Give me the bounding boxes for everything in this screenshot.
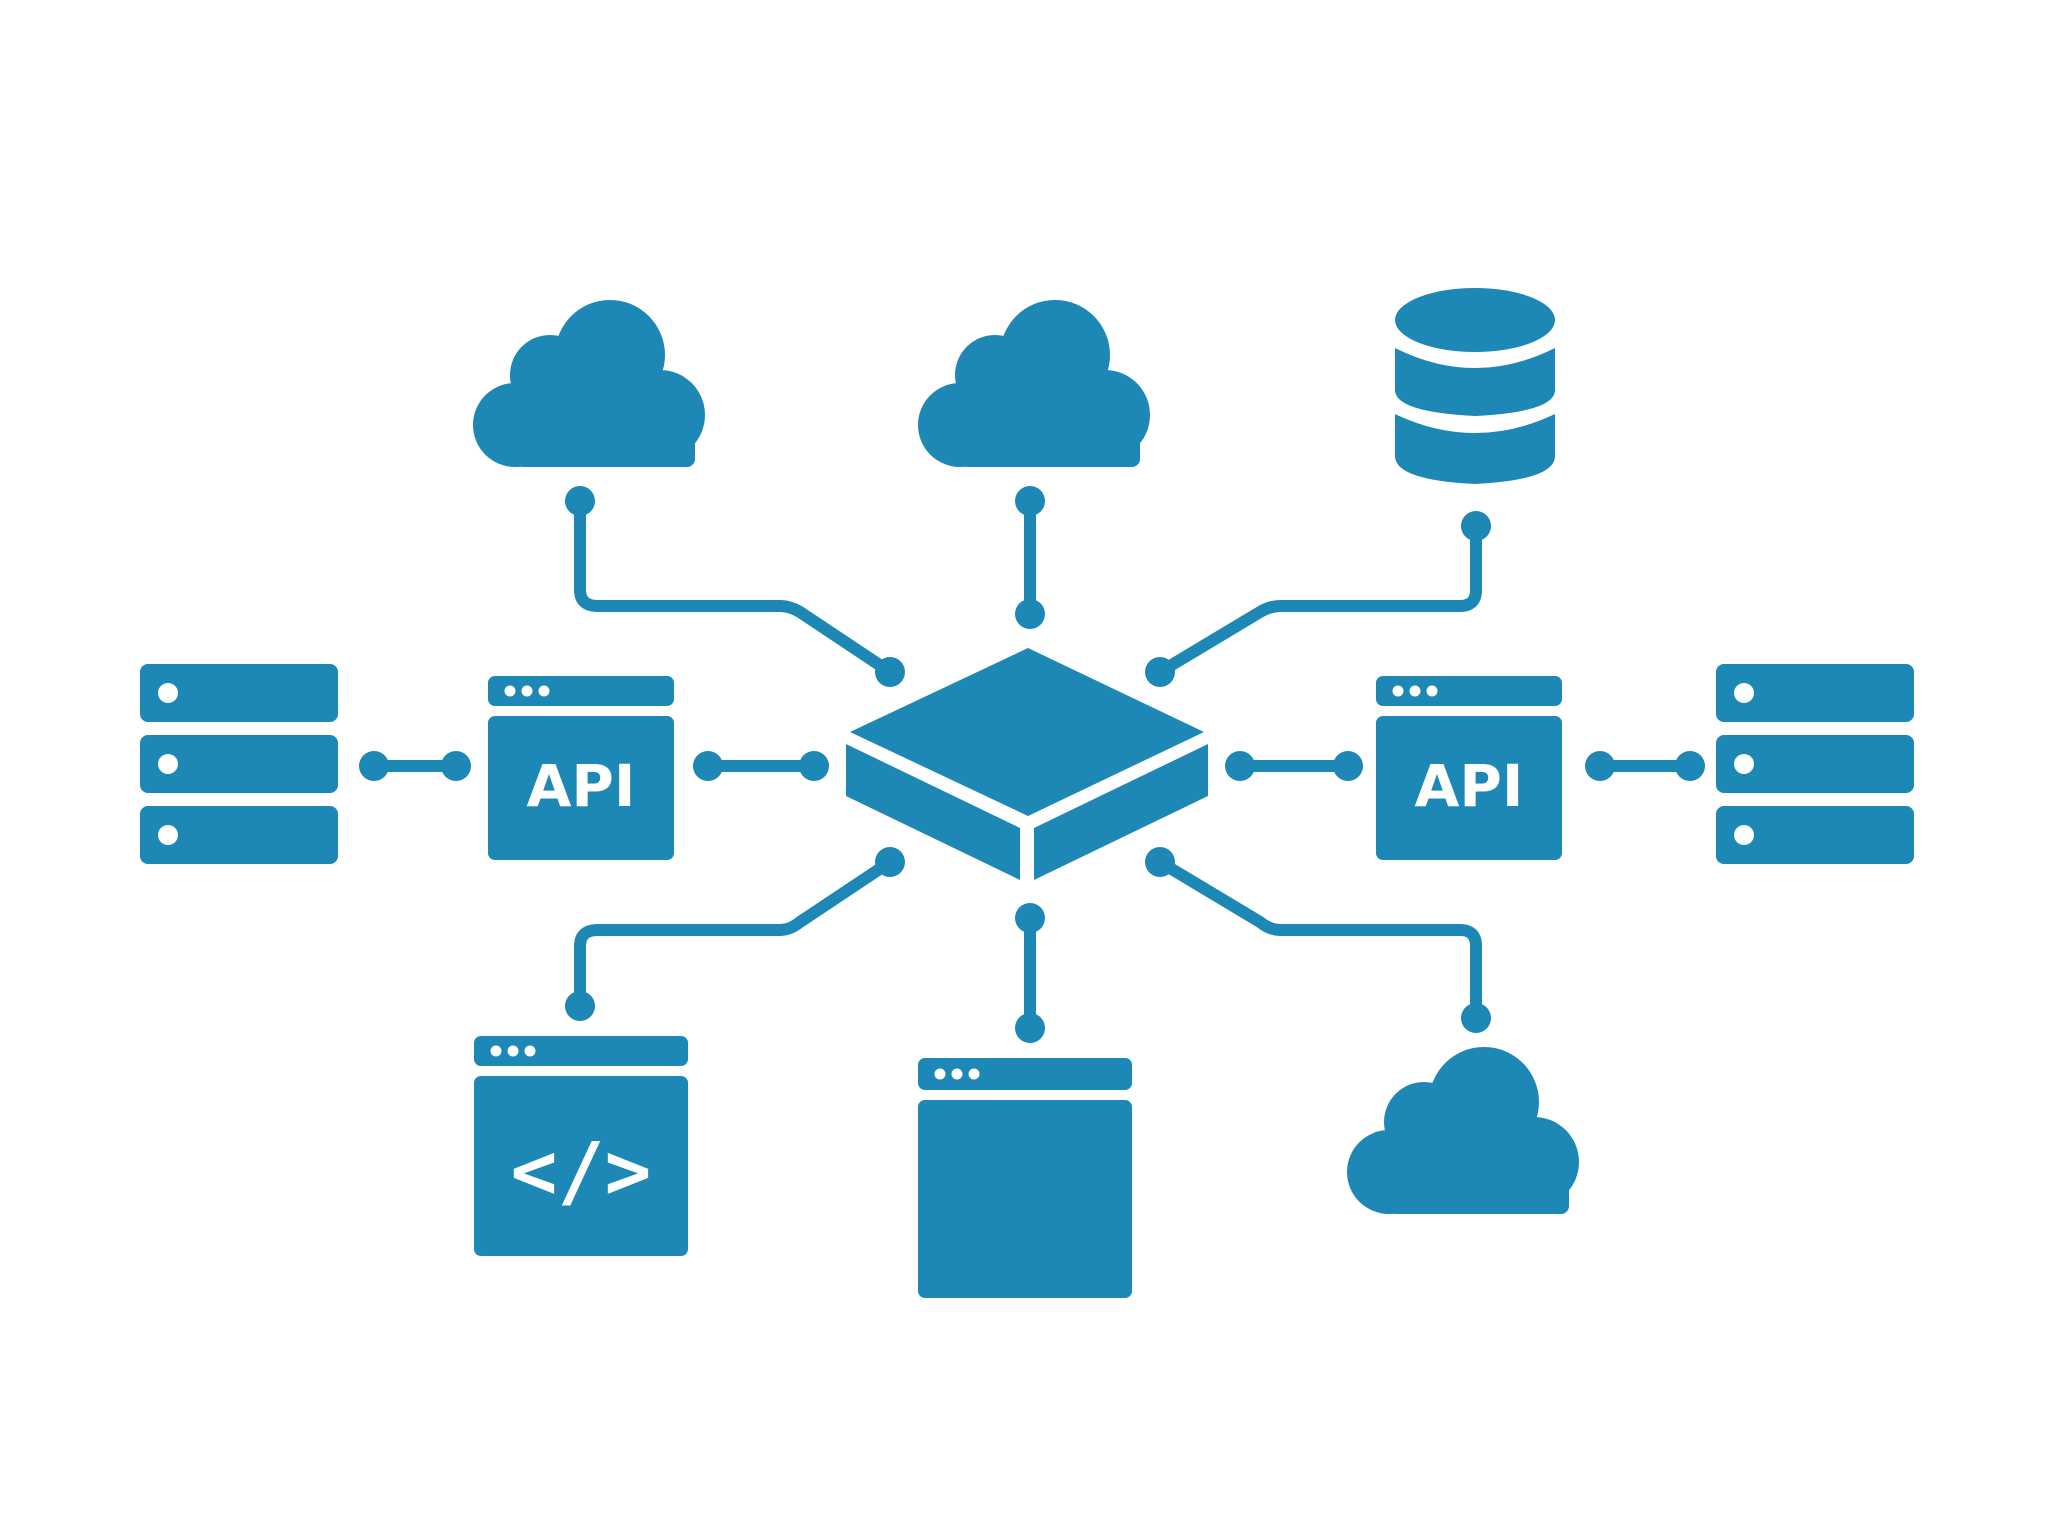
connector-hub-code-window xyxy=(574,856,896,1010)
code-window-icon: </> xyxy=(474,1036,688,1256)
api-label: API xyxy=(1415,752,1524,820)
connector-dot xyxy=(1333,751,1363,781)
connector-dot xyxy=(1015,903,1045,933)
connector-dot xyxy=(565,486,595,516)
connector-dot xyxy=(1585,751,1615,781)
connector-dot xyxy=(1675,751,1705,781)
connector-dot xyxy=(441,751,471,781)
connector-dot xyxy=(1145,657,1175,687)
connector-hub-bottom-right-cloud xyxy=(1154,856,1482,1022)
connectors xyxy=(368,494,1696,1034)
connector-dot xyxy=(1145,847,1175,877)
api-window-icon: API xyxy=(488,676,674,860)
isometric-box-icon xyxy=(846,648,1208,880)
server-rack-icon xyxy=(1716,664,1914,864)
api-label: API xyxy=(527,752,636,820)
connector-dot xyxy=(1015,1013,1045,1043)
server-rack-icon xyxy=(140,664,338,864)
connector-dot xyxy=(565,991,595,1021)
code-label: </> xyxy=(511,1127,652,1217)
connector-dot xyxy=(875,657,905,687)
connector-dot xyxy=(1225,751,1255,781)
connector-dot xyxy=(1461,1003,1491,1033)
connector-dot xyxy=(799,751,829,781)
connector-dot xyxy=(875,847,905,877)
api-window-icon: API xyxy=(1376,676,1562,860)
cloud-icon xyxy=(473,300,705,467)
cloud-icon xyxy=(1347,1047,1579,1214)
connector-hub-top-left-cloud xyxy=(574,494,896,678)
cloud-icon xyxy=(918,300,1150,467)
connector-dot xyxy=(1015,486,1045,516)
connector-dot xyxy=(359,751,389,781)
connector-dot xyxy=(1015,599,1045,629)
connector-hub-database xyxy=(1154,522,1482,678)
connector-dot xyxy=(693,751,723,781)
connector-dot xyxy=(1461,511,1491,541)
connector-nodes xyxy=(359,486,1705,1043)
browser-window-icon xyxy=(918,1058,1132,1298)
database-icon xyxy=(1395,288,1555,484)
